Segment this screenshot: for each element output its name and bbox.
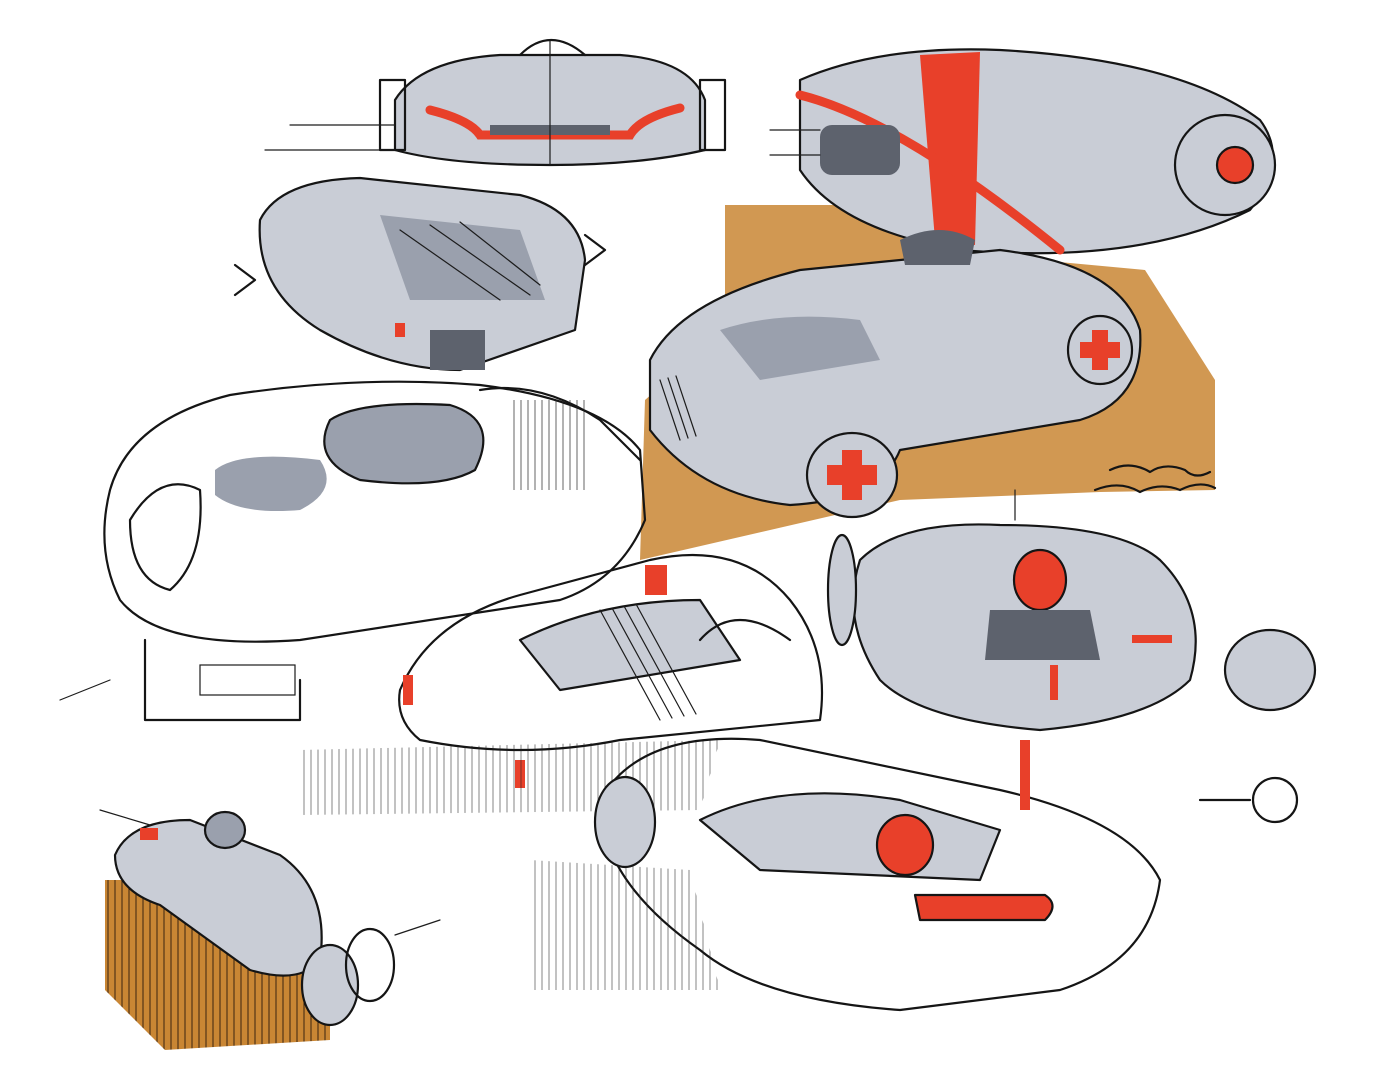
front-view-hover-racer bbox=[264, 39, 727, 167]
rear-three-quarter-car bbox=[233, 176, 607, 372]
low-racer-center bbox=[300, 553, 824, 815]
open-cockpit-racer bbox=[648, 230, 1142, 519]
large-top-view-car bbox=[59, 380, 647, 722]
rocket-pod-vehicle bbox=[769, 48, 1277, 255]
small-bike-vehicle bbox=[99, 809, 441, 1050]
top-view-cross-hub-racer bbox=[826, 489, 1317, 732]
rear-view-racer-bottom bbox=[530, 737, 1299, 1012]
artist-signature bbox=[1093, 464, 1217, 494]
